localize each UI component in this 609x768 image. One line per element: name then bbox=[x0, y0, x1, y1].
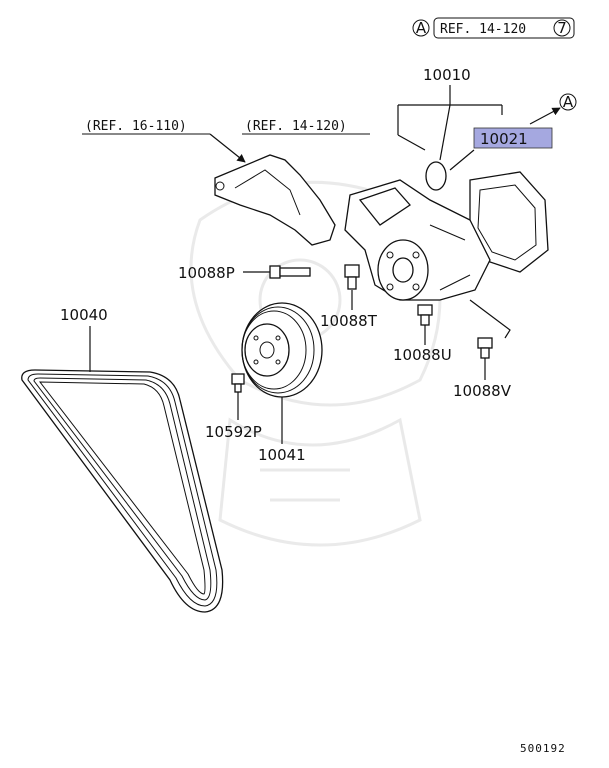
pump-ref-label: (REF. 14-120) bbox=[245, 119, 347, 134]
header-ref-sheet: 7 bbox=[557, 19, 567, 37]
label-10041: 10041 bbox=[258, 446, 306, 464]
label-10592P: 10592P bbox=[205, 423, 262, 441]
bolt-10592p bbox=[231, 373, 245, 393]
label-10040: 10040 bbox=[60, 306, 108, 324]
label-10088U: 10088U bbox=[393, 346, 452, 364]
bolt-10088u bbox=[417, 304, 433, 326]
label-10021-highlight bbox=[473, 127, 553, 149]
o-ring bbox=[425, 161, 447, 191]
bolt-10088p bbox=[269, 265, 311, 279]
header-ref: A REF. 14-120 7 bbox=[412, 17, 575, 39]
label-10088V: 10088V bbox=[453, 382, 512, 400]
bolt-10088v bbox=[477, 337, 493, 359]
water-pump bbox=[344, 179, 491, 301]
label-10088P: 10088P bbox=[178, 264, 235, 282]
bracket-ref-label: (REF. 16-110) bbox=[85, 119, 187, 134]
engine-bracket bbox=[214, 154, 336, 246]
label-10021: 10021 bbox=[480, 130, 528, 148]
label-10010: 10010 bbox=[423, 66, 471, 84]
drive-belt bbox=[21, 369, 224, 613]
header-ref-text: REF. 14-120 bbox=[440, 22, 526, 37]
bolt-10088t bbox=[344, 264, 360, 290]
header-anchor-letter: A bbox=[416, 19, 427, 37]
callout-letter: A bbox=[563, 93, 574, 111]
figure-number: 500192 bbox=[520, 742, 566, 755]
water-pump-pulley bbox=[241, 302, 323, 398]
label-10088T: 10088T bbox=[320, 312, 378, 330]
